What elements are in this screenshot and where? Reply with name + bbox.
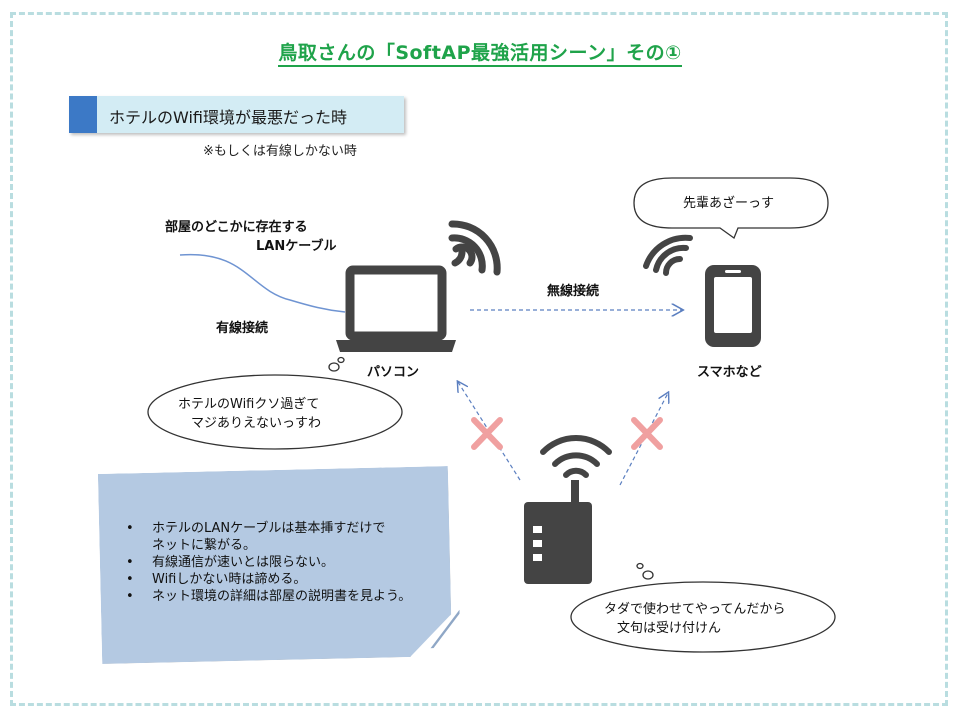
cross-mark-icon: [631, 417, 663, 450]
lan-cable-line: [179, 253, 346, 313]
memo-item: Wifiしかない時は諦める。: [120, 571, 411, 588]
wifi-signal-icon: [448, 220, 501, 276]
cable-label-line2: LANケーブル: [256, 239, 337, 254]
router-icon: [524, 480, 592, 584]
section-header: ホテルのWifi環境が最悪だった時: [69, 96, 404, 133]
thought-bubble: [147, 356, 403, 450]
pc-label: パソコン: [367, 365, 420, 380]
wifi-signal-icon: [643, 234, 693, 276]
router-thought-text: タダで使わせてやってんだから 文句は受け付けん: [604, 602, 786, 636]
phone-label: スマホなど: [697, 365, 762, 380]
thought-bubble: [570, 562, 836, 653]
cross-mark-icon: [471, 417, 503, 450]
wireless-label: 無線接続: [547, 284, 600, 299]
section-note: ※もしくは有線しかない時: [203, 144, 357, 159]
section-accent-bar: [69, 96, 97, 133]
page-title: 鳥取さんの「SoftAP最強活用シーン」その①: [0, 38, 960, 67]
section-header-text: ホテルのWifi環境が最悪だった時: [109, 108, 347, 127]
cable-label-line1: 部屋のどこかに存在する: [165, 220, 308, 235]
memo-item: ネット環境の詳細は部屋の説明書を見よう。: [120, 588, 411, 605]
smartphone-icon: [705, 265, 761, 347]
wifi-signal-icon: [540, 435, 612, 478]
phone-speech-text: 先輩あざーっす: [683, 196, 775, 211]
laptop-icon: [336, 265, 456, 352]
page-frame: [10, 12, 948, 706]
memo-item: 有線通信が速いとは限らない。: [120, 554, 411, 571]
speech-bubble: [633, 177, 829, 240]
pc-thought-text: ホテルのWifiクソ過ぎて マジありえないっすわ: [178, 397, 322, 431]
wired-label: 有線接続: [216, 321, 269, 336]
